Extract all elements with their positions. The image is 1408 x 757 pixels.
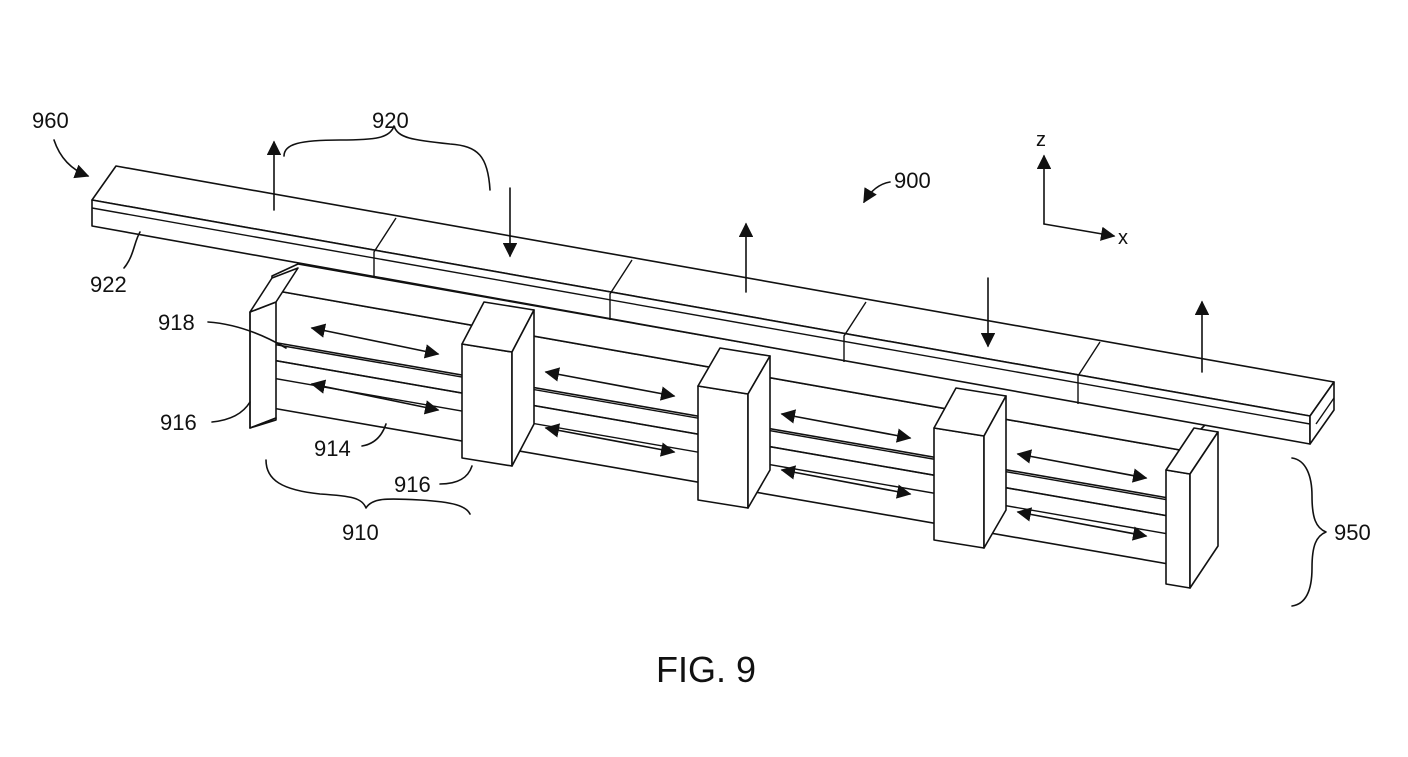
coordinate-axes: z x [1036,129,1128,249]
lower-assembly [249,263,1219,589]
axis-x-label: x [1118,227,1128,249]
label-916-left: 916 [160,410,197,435]
label-900: 900 [894,168,931,193]
label-950: 950 [1334,520,1371,545]
reference-numerals: 960 920 900 922 918 916 914 916 910 950 [32,108,1371,545]
motion-arrows-x [310,323,1148,541]
leader-lines [53,125,1327,607]
axis-z-label: z [1036,129,1046,151]
motion-arrows-z [266,140,1210,373]
label-918: 918 [158,310,195,335]
label-916-mid: 916 [394,472,431,497]
label-920: 920 [372,108,409,133]
label-910: 910 [342,520,379,545]
upper-bar [91,140,1335,445]
label-960: 960 [32,108,69,133]
end-post-right [1165,427,1219,589]
post-2 [461,301,535,467]
label-914: 914 [314,436,351,461]
figure-caption: FIG. 9 [656,649,756,690]
post-4 [933,387,1007,549]
label-922: 922 [90,272,127,297]
post-3 [697,347,771,509]
